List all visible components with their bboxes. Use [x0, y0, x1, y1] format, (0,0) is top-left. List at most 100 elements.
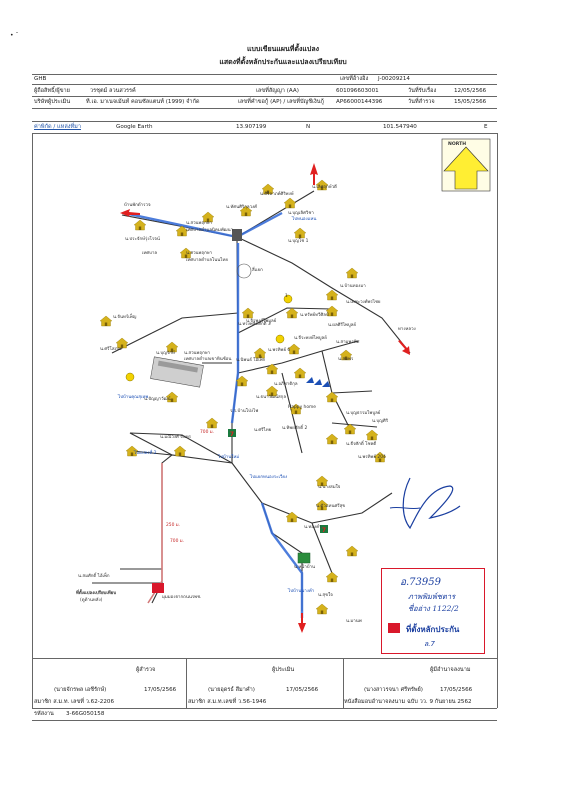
map-label: น.นิพนธ์ ไอ้เพ็ก	[236, 358, 266, 363]
map-label: เทศบาล	[142, 251, 158, 256]
map-label: น.ทรงพลิตศักดิ์ 3	[238, 322, 271, 327]
survey-label: วันที่สำรวจ	[408, 99, 435, 105]
comparison-site-marker	[152, 583, 164, 593]
receive-value: 12/05/2566	[454, 88, 487, 94]
map-label: น.สมพร	[338, 357, 354, 362]
map-label: น.จีระพงษ์ไพบูลย์	[294, 336, 327, 341]
map-label: น.อภิชาติกุล	[274, 382, 298, 387]
map-label: ไปบ้านคุณสุเทพ	[118, 395, 149, 400]
blue-marks	[306, 377, 330, 387]
footer-rule-bottom	[32, 720, 497, 721]
signatory-date: 17/05/2566	[440, 687, 473, 693]
ap-value: AP66000144396	[336, 99, 383, 105]
map-label: น.พรทิพย์ 6	[268, 348, 291, 353]
route-highlight	[123, 211, 304, 618]
map-label: น.นางสมใจ	[318, 485, 341, 490]
map-label: น.สามพรพิศ	[336, 340, 360, 345]
map-label: สี่แยก	[252, 268, 263, 273]
header-rule-top	[32, 74, 497, 75]
access-road	[147, 463, 163, 604]
map-label: น.ทัศนศิริกุลวงศ์	[226, 205, 257, 210]
footer-rule-top	[32, 658, 497, 659]
loan-value: 601096603001	[336, 88, 379, 94]
surveyor-role: ผู้สำรวจ	[136, 667, 156, 673]
longitude-unit: E	[484, 124, 488, 130]
direction-arrows	[120, 163, 410, 633]
numbered-pins	[125, 294, 293, 382]
map-label: ไปบ้านนางคำ	[288, 589, 315, 594]
longitude-value: 101.547940	[383, 124, 417, 130]
map-label: น.บุญโช 1	[288, 239, 309, 244]
surveyor-date: 17/05/2566	[144, 687, 177, 693]
road-distance-label-3: 700 ม.	[170, 539, 185, 544]
map-label: น.สมศักดิ์ ไอ้เพ็ก	[78, 574, 110, 579]
map-label: น.จันทร์เพ็ญ	[113, 315, 137, 320]
signatory-license: หนังสือมอบอำนาจลงนาม ฉบับ วว. 9 กันยายน …	[344, 699, 472, 705]
page-subtitle: แสดงที่ตั้งหลักประกันและแปลงเปรียบเทียบ	[219, 58, 347, 66]
map-label: เทศบาลตำบลเขาหินซ้อน	[184, 357, 232, 362]
map-label: น.บุญศิริ	[372, 419, 389, 424]
coord-rule-top	[32, 121, 497, 122]
map-label: น.พรทิพย์ 204	[358, 455, 386, 460]
map-label: น.สวนพฤกษา	[184, 351, 211, 356]
receive-label: วันที่รับเรื่อง	[408, 88, 437, 94]
map-label: น.เลิศฤกษ์วดี	[312, 185, 337, 190]
map-label: ทางหลวง	[398, 327, 416, 332]
map-label: เทศบาลตำบลนิคมพัฒนา	[186, 228, 234, 233]
map-label: น.บุญเลิศวิชา	[288, 211, 314, 216]
map-label: น.ธีรศักดิ์ โชคดี	[346, 442, 377, 447]
map-label: บ้านพักตำรวจ	[124, 203, 151, 208]
handwritten-line-1: อ.73959	[400, 577, 441, 588]
footer-rule-mid	[32, 708, 497, 709]
coord-rule-bottom	[32, 133, 497, 134]
frame-right	[497, 133, 498, 708]
map-label: ที่ตั้งแปลงเปรียบเทียบ	[76, 591, 117, 596]
map-label: ไปบ้านใหม่	[218, 455, 240, 460]
road-network	[92, 190, 411, 611]
ref-value: J-00209214	[378, 76, 410, 82]
road-distance-label: 700 ม.	[200, 430, 215, 435]
map-label: น.ตัวแทนศรีสุข	[316, 504, 346, 509]
map-label: น.ประจักษ์รุ่งโรจน์	[125, 237, 160, 242]
location-map: 7 7	[92, 138, 491, 633]
seven-eleven-markers: 7 7	[228, 429, 328, 534]
map-label: น.จิรพงศ์ไพบูลย์	[246, 319, 277, 324]
map-label: ไปหนองแหน	[292, 217, 317, 222]
pond	[236, 263, 252, 279]
map-label: น.ทองคำ	[304, 525, 322, 530]
appraiser-company-label: บริษัทผู้ประเมิน	[34, 99, 71, 105]
map-label: น.สวนพฤกษา	[186, 251, 213, 256]
collateral-legend-swatch	[388, 623, 400, 633]
owner-value: วรชุตม์ ลวนสวรรค์	[90, 88, 136, 94]
pin-number-label: 1	[285, 294, 288, 299]
appraiser-company-value: ที.เอ. มาเนจเม้นท์ คอนซัลแตนท์ (1999) จำ…	[86, 99, 200, 105]
appraiser-date: 17/05/2566	[286, 687, 319, 693]
map-label: น.บุญรักษ์	[156, 351, 175, 356]
owner-label: ผู้ถือสิทธิ์/ผู้ขาย	[34, 88, 70, 94]
map-label: น.ปัญญาวัฒน์	[144, 397, 171, 402]
junction-marker	[232, 229, 242, 241]
map-label: น.ศิริลาภค์ศิริพงษ์	[260, 192, 294, 197]
collateral-site-marker	[297, 552, 311, 564]
bank-code: GHB	[34, 76, 47, 82]
signature	[389, 477, 461, 530]
page-title: แบบเขียนแผนที่ตั้งแปลง	[246, 45, 320, 53]
map-label: น.หน้าบ้าน	[294, 565, 316, 570]
road-distance-label-2: 250 ม.	[166, 523, 181, 528]
coord-source: Google Earth	[116, 124, 153, 130]
footer-divider-2	[343, 658, 344, 708]
ref-label: เลขที่อ้างอิง	[340, 76, 369, 82]
map-label: มุมมองจากถนนรพช.	[162, 595, 202, 600]
map-label: น.ศรีไทย	[254, 428, 272, 433]
job-code-label: รหัสงาน	[34, 711, 54, 717]
map-label: น.ผลศิริไพบูลย์	[328, 323, 356, 328]
corner-mark: • ¯	[10, 32, 19, 39]
appraiser-name: (นายอุดรธ์ สีมาคำ)	[208, 687, 255, 693]
collateral-note-box: อ.73959 ภาพพิมพ์ชตาร ชื่ออ่าง 1122/2 ที่…	[381, 568, 485, 654]
signatory-role: ผู้มีอำนาจลงนาม	[430, 667, 471, 673]
map-label: Happy home	[288, 405, 317, 410]
collateral-legend-text: ที่ตั้งหลักประกัน	[406, 625, 460, 634]
handwritten-line-2: ภาพพิมพ์ชตาร	[408, 592, 456, 601]
signatory-name: (นางสาวรจนา ศรีทรัพย์)	[364, 687, 423, 693]
surveyor-license: สมาชิก ส.ม.ท. เลขที่ ว.62-2206	[34, 699, 115, 705]
